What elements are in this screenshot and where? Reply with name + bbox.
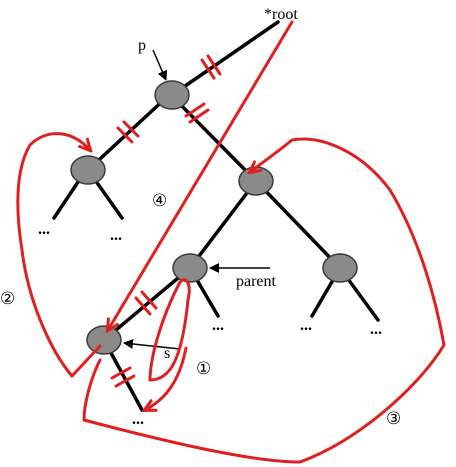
path-step-4 (108, 20, 294, 330)
edge-parent-s (102, 266, 192, 342)
node-p-left-child (70, 155, 106, 185)
ellipsis-leaf: ... (38, 221, 50, 238)
edge-p-right-child (170, 94, 258, 183)
pointer-arrows (123, 49, 270, 350)
ellipsis-leaf: ... (300, 317, 312, 334)
node-parent (172, 253, 208, 283)
tree-nodes (70, 80, 358, 355)
path-step-2-tail (70, 344, 102, 378)
red-annotations (16, 20, 446, 464)
node-s (86, 325, 122, 355)
cut-parent-s-2 (140, 290, 158, 310)
cut-p-right-2 (188, 108, 210, 124)
s-label: s (164, 345, 170, 362)
step-4-marker: ④ (152, 191, 167, 211)
s-pointer-arrow (123, 338, 181, 350)
edge-root-p (170, 20, 280, 97)
edge-right-child-parent (188, 179, 258, 270)
edge-right-child-right-node (254, 179, 342, 270)
ellipsis-leaf: ... (370, 321, 382, 338)
ellipsis-leaf: ... (212, 317, 224, 334)
step-markers: ① ② ③ ④ (0, 191, 401, 429)
edge-p-left-child (86, 94, 170, 172)
step-2-marker: ② (0, 289, 15, 309)
parent-label: parent (236, 273, 277, 290)
path-step-1-arrow (145, 346, 188, 410)
ellipsis-leaf: ... (132, 411, 144, 428)
cut-parent-s-1 (134, 296, 152, 316)
path-step-3 (82, 137, 446, 464)
labels: *root p parent s (138, 6, 298, 362)
p-pointer-arrow (152, 49, 168, 81)
ellipsis-leaf: ... (110, 227, 122, 244)
cut-root-p-2 (206, 54, 222, 76)
node-p (154, 80, 190, 110)
step-3-marker: ③ (386, 409, 401, 429)
cut-p-right-1 (184, 102, 206, 118)
p-label: p (138, 37, 146, 54)
leaf-ellipses: ... ... ... ... ... ... (38, 221, 382, 428)
root-label: *root (264, 6, 298, 23)
path-step-2 (16, 132, 90, 378)
node-p-right-child (238, 166, 274, 196)
cut-s-child-1 (110, 366, 132, 380)
cut-root-p-1 (200, 58, 216, 80)
node-right (322, 253, 358, 283)
cut-s-child-2 (114, 374, 136, 388)
cut-p-left-1 (116, 126, 134, 144)
cut-p-left-2 (122, 120, 140, 138)
path-step-1 (148, 278, 191, 382)
step-1-marker: ① (196, 359, 211, 379)
cut-marks (110, 54, 222, 388)
